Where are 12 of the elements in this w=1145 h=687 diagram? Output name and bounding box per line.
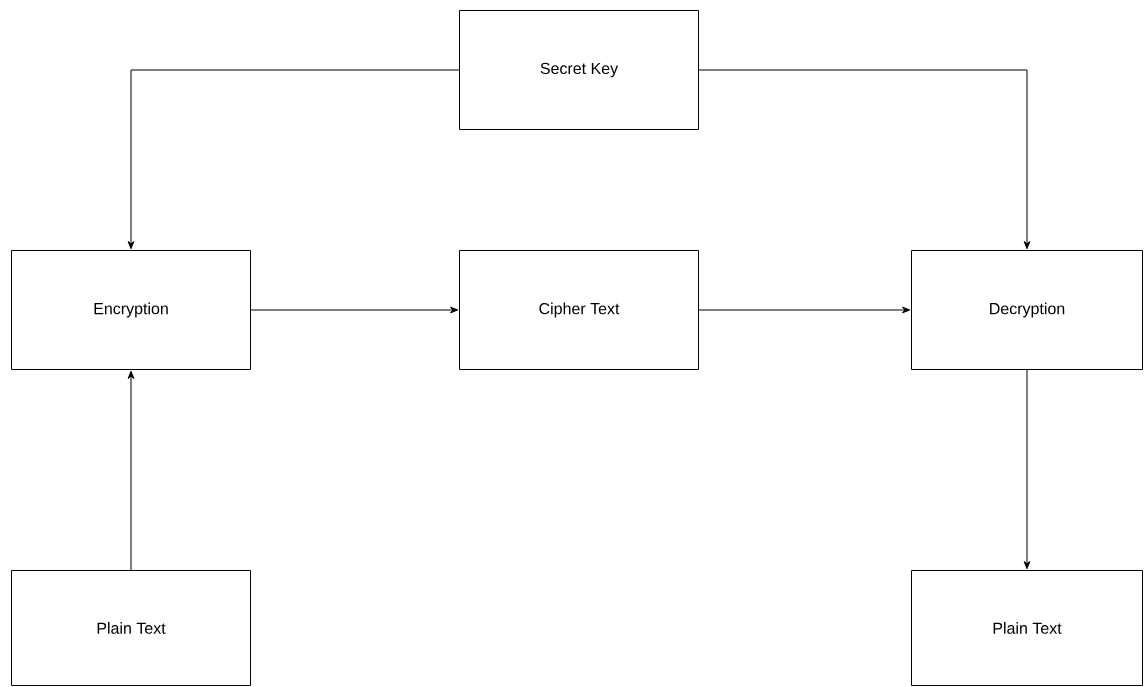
process-box: Plain Text <box>911 570 1143 686</box>
process-box: Encryption <box>11 250 251 370</box>
arrow <box>1023 369 1031 570</box>
arrow <box>250 306 459 314</box>
process-box: Decryption <box>911 250 1143 370</box>
process-box: Plain Text <box>11 570 251 686</box>
arrow <box>127 370 135 571</box>
process-box: Secret Key <box>459 10 699 130</box>
arrow <box>698 69 1031 250</box>
process-box: Cipher Text <box>459 250 699 370</box>
arrow <box>698 306 911 314</box>
arrow <box>127 69 460 250</box>
